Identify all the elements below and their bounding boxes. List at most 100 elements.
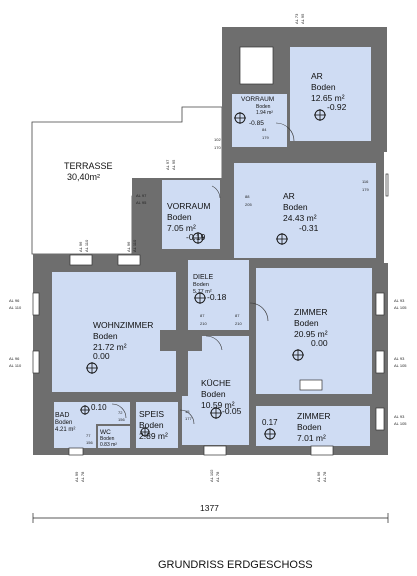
light-icon	[140, 427, 150, 437]
annotation-d116: 116	[362, 179, 369, 184]
room-diele-level: -0.18	[207, 292, 227, 302]
doors	[111, 122, 295, 425]
light-icon	[192, 232, 204, 244]
room-zimmer-big-floor: Boden	[294, 318, 319, 328]
room-vorraum-name: VORRAUM	[167, 201, 210, 211]
annotation-al110c: AL 110	[9, 305, 22, 310]
room-vorraum-small-level: -0.85	[249, 120, 264, 127]
annotation-d72: 72	[118, 410, 123, 415]
annotation-al110b: AL 110	[132, 239, 137, 252]
room-zimmer-big-name: ZIMMER	[294, 307, 328, 317]
annotation-d15: 15	[185, 409, 190, 414]
room-diele-floor: Boden	[193, 282, 209, 288]
room-ar-mid-floor: Boden	[283, 202, 308, 212]
room-speis	[136, 402, 178, 448]
room-zimmer-small-name: ZIMMER	[297, 411, 331, 421]
annotation-al110: AL 110	[84, 239, 89, 252]
dimension-line	[32, 513, 389, 523]
room-wohnzimmer-floor: Boden	[93, 331, 118, 341]
light-icon	[234, 112, 246, 124]
room-vorraum	[162, 180, 220, 249]
annotation-d177: 177	[185, 416, 192, 421]
annotation-al102: AL 102	[209, 469, 214, 482]
rooms	[52, 47, 376, 448]
windows	[32, 46, 389, 456]
annotation-d87: 87	[200, 313, 205, 318]
annotation-d84: 84	[262, 127, 267, 132]
room-wohnzimmer-area: 21.72 m²	[93, 342, 127, 352]
annotation-al78: AL 78	[80, 471, 85, 482]
annotation-d210: 210	[200, 321, 207, 326]
room-ar-mid-name: AR	[283, 191, 295, 201]
annotation-d205: 205	[245, 202, 252, 207]
room-ar-top-area: 12.65 m²	[311, 93, 345, 103]
room-vorraum-small-name: VORRAUM	[241, 96, 274, 103]
room-wohnzimmer-level: 0.00	[93, 351, 110, 361]
annotation-al78c: AL 78	[322, 471, 327, 482]
light-icon	[210, 407, 222, 419]
room-wc	[98, 426, 130, 448]
light-symbols	[80, 109, 326, 440]
annotation-al105c: AL 105	[394, 421, 407, 426]
annotation-d88: 88	[245, 194, 250, 199]
annotation-al95c: AL 95	[136, 200, 147, 205]
room-ar-mid-area: 24.43 m²	[283, 213, 317, 223]
annotation-d156b: 156	[86, 440, 93, 445]
room-wc-name: WC	[100, 429, 111, 436]
room-vorraum-small-floor: Boden	[256, 104, 271, 110]
room-bad-floor: Boden	[55, 420, 72, 426]
annotation-al96: AL 96	[78, 241, 83, 252]
room-bad-lower	[54, 424, 96, 448]
room-speis-floor: Boden	[139, 420, 164, 430]
room-wc-area: 0.83 m²	[100, 442, 117, 448]
annotation-al95b: AL 95	[171, 159, 176, 170]
room-bad	[54, 402, 130, 424]
room-vorraum-level: -0.19	[186, 232, 206, 242]
annotation-al73: AL 73	[294, 13, 299, 24]
annotation-al96e: AL 96	[316, 471, 321, 482]
annotation-al96d: AL 96	[9, 356, 20, 361]
annotation-d102: 102	[214, 137, 221, 142]
room-diele	[188, 260, 251, 330]
room-ar-top-name: AR	[311, 71, 323, 81]
annotation-al96b: AL 96	[126, 241, 131, 252]
annotation-al95: AL 95	[300, 13, 305, 24]
light-icon	[80, 405, 90, 415]
room-zimmer-small-floor: Boden	[297, 422, 322, 432]
room-ar-mid-level: -0.31	[299, 223, 319, 233]
room-ar-top	[290, 47, 371, 141]
room-kueche-area: 10.59 m²	[201, 400, 235, 410]
room-bad-name: BAD	[55, 412, 69, 419]
plan-title: GRUNDRISS ERDGESCHOSS	[158, 559, 313, 571]
annotation-d179: 179	[262, 135, 269, 140]
annotation-d210b: 210	[235, 321, 242, 326]
light-icon	[194, 292, 206, 304]
room-wohnzimmer	[52, 272, 176, 392]
light-icon	[276, 233, 288, 245]
terrace-area-value: 30,40m²	[67, 172, 100, 182]
room-vorraum-area: 7.05 m²	[167, 223, 196, 233]
room-zimmer-small-area: 7.01 m²	[297, 433, 326, 443]
annotation-al78b: AL 78	[215, 471, 220, 482]
room-speis-name: SPEIS	[139, 409, 164, 419]
room-zimmer-big-level: 0.00	[311, 338, 328, 348]
room-zimmer-big	[256, 268, 372, 394]
room-zimmer-big-area: 20.95 m²	[294, 329, 328, 339]
annotation-d170: 170	[214, 145, 221, 150]
annotations: AL 73 AL 95 AL 97 AL 95 AL 97 AL 95 AL 9…	[9, 13, 407, 482]
room-zimmer-small	[256, 406, 370, 446]
overall-dimension: 1377	[200, 503, 219, 513]
annotation-al105: AL 105	[394, 305, 407, 310]
room-diele-area: 5.77 m²	[193, 289, 212, 295]
annotation-al93: AL 93	[394, 298, 405, 303]
room-kueche-name: KÜCHE	[201, 378, 231, 388]
partitions	[52, 150, 372, 450]
room-diele-name: DIELE	[193, 274, 214, 281]
annotation-d77: 77	[86, 433, 91, 438]
room-vorraum-floor: Boden	[167, 212, 192, 222]
room-kueche-level: -0.05	[222, 406, 242, 416]
room-wc-floor: Boden	[100, 436, 115, 442]
room-ar-mid	[233, 163, 376, 258]
room-bad-level: 0.10	[91, 403, 107, 412]
